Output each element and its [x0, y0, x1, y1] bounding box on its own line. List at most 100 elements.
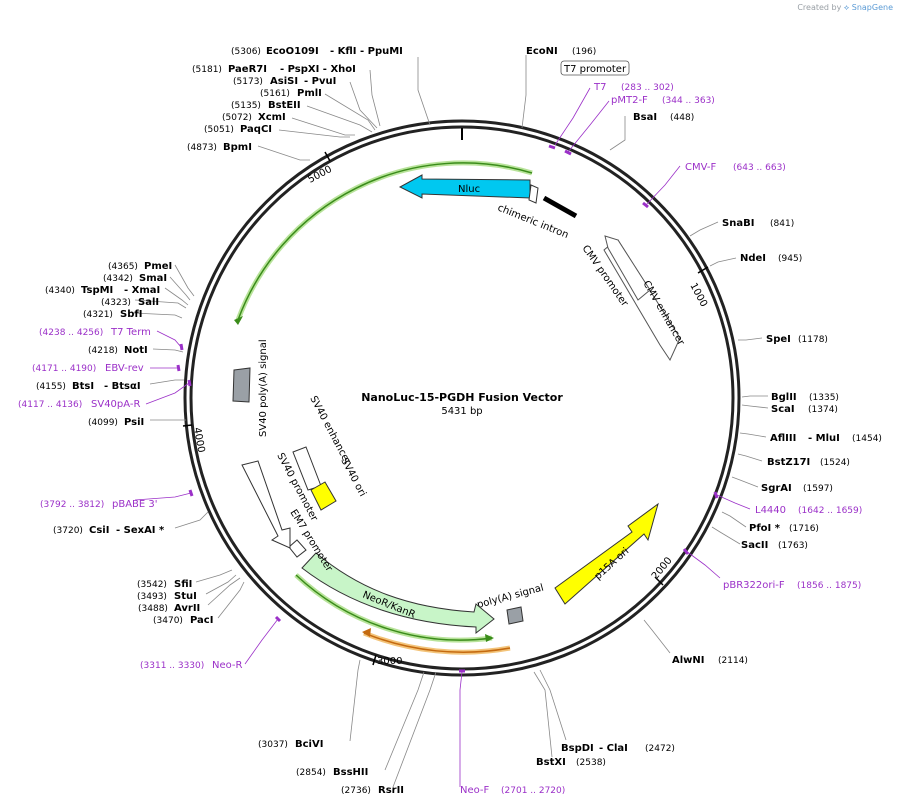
- svg-text:(1374): (1374): [808, 405, 838, 415]
- svg-text:BtsI: BtsI: [72, 381, 94, 392]
- svg-text:EBV-rev: EBV-rev: [105, 363, 144, 374]
- svg-text:BstZ17I: BstZ17I: [767, 457, 810, 468]
- svg-text:(5181): (5181): [192, 65, 222, 75]
- svg-text:(2472): (2472): [645, 744, 675, 754]
- primer-label-sv40par: (4117 .. 4136) SV40pA-R: [18, 399, 140, 410]
- svg-text:SnaBI: SnaBI: [722, 218, 754, 229]
- orange-orf-arc: [363, 632, 511, 653]
- svg-text:(4340): (4340): [45, 286, 75, 296]
- enzyme-label-asisi: (5173) AsiSI - PvuI: [233, 76, 336, 87]
- svg-text:- KflI - PpuMI: - KflI - PpuMI: [330, 46, 403, 57]
- enzyme-label-sfii: (3542) SfiI: [137, 579, 192, 590]
- primer-leader-lines: [134, 87, 751, 787]
- orange-orf-arrowhead: [362, 628, 371, 637]
- svg-text:(3792 .. 3812): (3792 .. 3812): [40, 500, 104, 510]
- svg-text:(4238 .. 4256): (4238 .. 4256): [39, 328, 103, 338]
- primer-label-pbabe3: (3792 .. 3812) pBABE 3': [40, 499, 158, 510]
- svg-text:(3542): (3542): [137, 580, 167, 590]
- svg-text:(4323): (4323): [101, 298, 131, 308]
- svg-text:(5072): (5072): [222, 113, 252, 123]
- primer-label-ebvrev: (4171 .. 4190) EBV-rev: [32, 363, 144, 374]
- svg-text:- PspXI - XhoI: - PspXI - XhoI: [280, 64, 356, 75]
- credit-brand: SnapGene: [851, 3, 893, 12]
- svg-text:(3037): (3037): [258, 740, 288, 750]
- svg-text:AlwNI: AlwNI: [672, 655, 705, 666]
- nluc-orf-arrowhead: [234, 316, 243, 325]
- svg-text:L4440: L4440: [755, 505, 786, 516]
- svg-text:(2854): (2854): [296, 768, 326, 778]
- enzyme-label-sbfi: (4321) SbfI: [83, 309, 142, 320]
- enzyme-label-stui: (3493) StuI: [137, 591, 197, 602]
- primer-label-neof: Neo-F (2701 .. 2720): [460, 785, 565, 796]
- svg-text:PsiI: PsiI: [124, 417, 144, 428]
- svg-text:(2114): (2114): [718, 656, 748, 666]
- svg-text:(4342): (4342): [103, 274, 133, 284]
- enzyme-label-pmei: (4365) PmeI: [108, 261, 172, 272]
- svg-text:BciVI: BciVI: [295, 739, 323, 750]
- neo-orf-arrowhead: [485, 634, 494, 642]
- svg-text:BstEII: BstEII: [268, 100, 301, 111]
- svg-text:(1597): (1597): [803, 484, 833, 494]
- cmv-promoter-feature: [604, 235, 651, 301]
- svg-text:Neo-F: Neo-F: [460, 785, 490, 796]
- svg-text:(3493): (3493): [137, 592, 167, 602]
- enzyme-label-rsrii: (2736) RsrII: [341, 785, 404, 796]
- svg-text:(1524): (1524): [820, 458, 850, 468]
- enzyme-label-bstz17i: BstZ17I (1524): [767, 457, 850, 468]
- svg-text:(4171 .. 4190): (4171 .. 4190): [32, 364, 96, 374]
- svg-text:RsrII: RsrII: [378, 785, 404, 796]
- svg-text:SgrAI: SgrAI: [761, 483, 792, 494]
- enzyme-label-bsshii: (2854) BssHII: [296, 767, 368, 778]
- primer-label-t7term: (4238 .. 4256) T7 Term: [39, 327, 151, 338]
- svg-text:PmlI: PmlI: [297, 88, 322, 99]
- svg-text:3000: 3000: [377, 656, 402, 667]
- enzyme-label-ndei: NdeI (945): [740, 253, 802, 264]
- svg-text:BpmI: BpmI: [223, 142, 252, 153]
- enzyme-label-pmli: (5161) PmlI: [260, 88, 322, 99]
- enzyme-label-btsi: (4155) BtsI - BtsαI: [36, 381, 141, 392]
- t7-promoter-label: T7 promoter: [563, 64, 627, 75]
- svg-text:BsaI: BsaI: [633, 112, 657, 123]
- svg-text:(841): (841): [770, 219, 794, 229]
- svg-text:(196): (196): [572, 47, 596, 57]
- neo-kanr-feature: [301, 552, 495, 635]
- svg-text:SfiI: SfiI: [174, 579, 192, 590]
- svg-text:- BtsαI: - BtsαI: [104, 381, 141, 392]
- svg-text:CMV-F: CMV-F: [685, 162, 716, 173]
- enzyme-label-scai: ScaI (1374): [771, 404, 838, 415]
- svg-text:- PvuI: - PvuI: [304, 76, 336, 87]
- enzyme-label-bglii: BglII (1335): [771, 392, 839, 403]
- svg-text:NotI: NotI: [124, 345, 148, 356]
- svg-text:BglII: BglII: [771, 392, 797, 403]
- svg-text:SalI: SalI: [138, 297, 159, 308]
- svg-text:(1856 .. 1875): (1856 .. 1875): [797, 581, 861, 591]
- credit-prefix: Created by: [797, 3, 842, 12]
- svg-text:PmeI: PmeI: [144, 261, 172, 272]
- svg-text:SpeI: SpeI: [766, 334, 791, 345]
- svg-text:AsiSI: AsiSI: [270, 76, 298, 87]
- svg-text:pBABE 3': pBABE 3': [112, 499, 158, 510]
- enzyme-label-bcivi: (3037) BciVI: [258, 739, 323, 750]
- svg-text:(1335): (1335): [809, 393, 839, 403]
- primer-label-cmvf: CMV-F (643 .. 663): [685, 162, 786, 173]
- backbone-inner: [189, 125, 735, 671]
- svg-text:4000: 4000: [191, 427, 206, 454]
- svg-text:BssHII: BssHII: [333, 767, 368, 778]
- svg-text:(283 .. 302): (283 .. 302): [621, 83, 674, 93]
- svg-text:(4873): (4873): [187, 143, 217, 153]
- svg-text:(2736): (2736): [341, 786, 371, 796]
- svg-text:(1763): (1763): [778, 541, 808, 551]
- p15a-ori-feature: [554, 502, 659, 605]
- svg-text:(5051): (5051): [204, 125, 234, 135]
- svg-text:pBR322ori-F: pBR322ori-F: [723, 580, 785, 591]
- svg-text:BspDI: BspDI: [561, 743, 594, 754]
- primer-label-pbr322orif: pBR322ori-F (1856 .. 1875): [723, 580, 861, 591]
- svg-text:- XmaI: - XmaI: [124, 285, 160, 296]
- svg-text:(643 .. 663): (643 .. 663): [733, 163, 786, 173]
- svg-text:(2701 .. 2720): (2701 .. 2720): [501, 786, 565, 796]
- svg-text:(1716): (1716): [789, 524, 819, 534]
- neo-orf-arc: [295, 574, 493, 641]
- enzyme-label-avrii: (3488) AvrII: [138, 603, 200, 614]
